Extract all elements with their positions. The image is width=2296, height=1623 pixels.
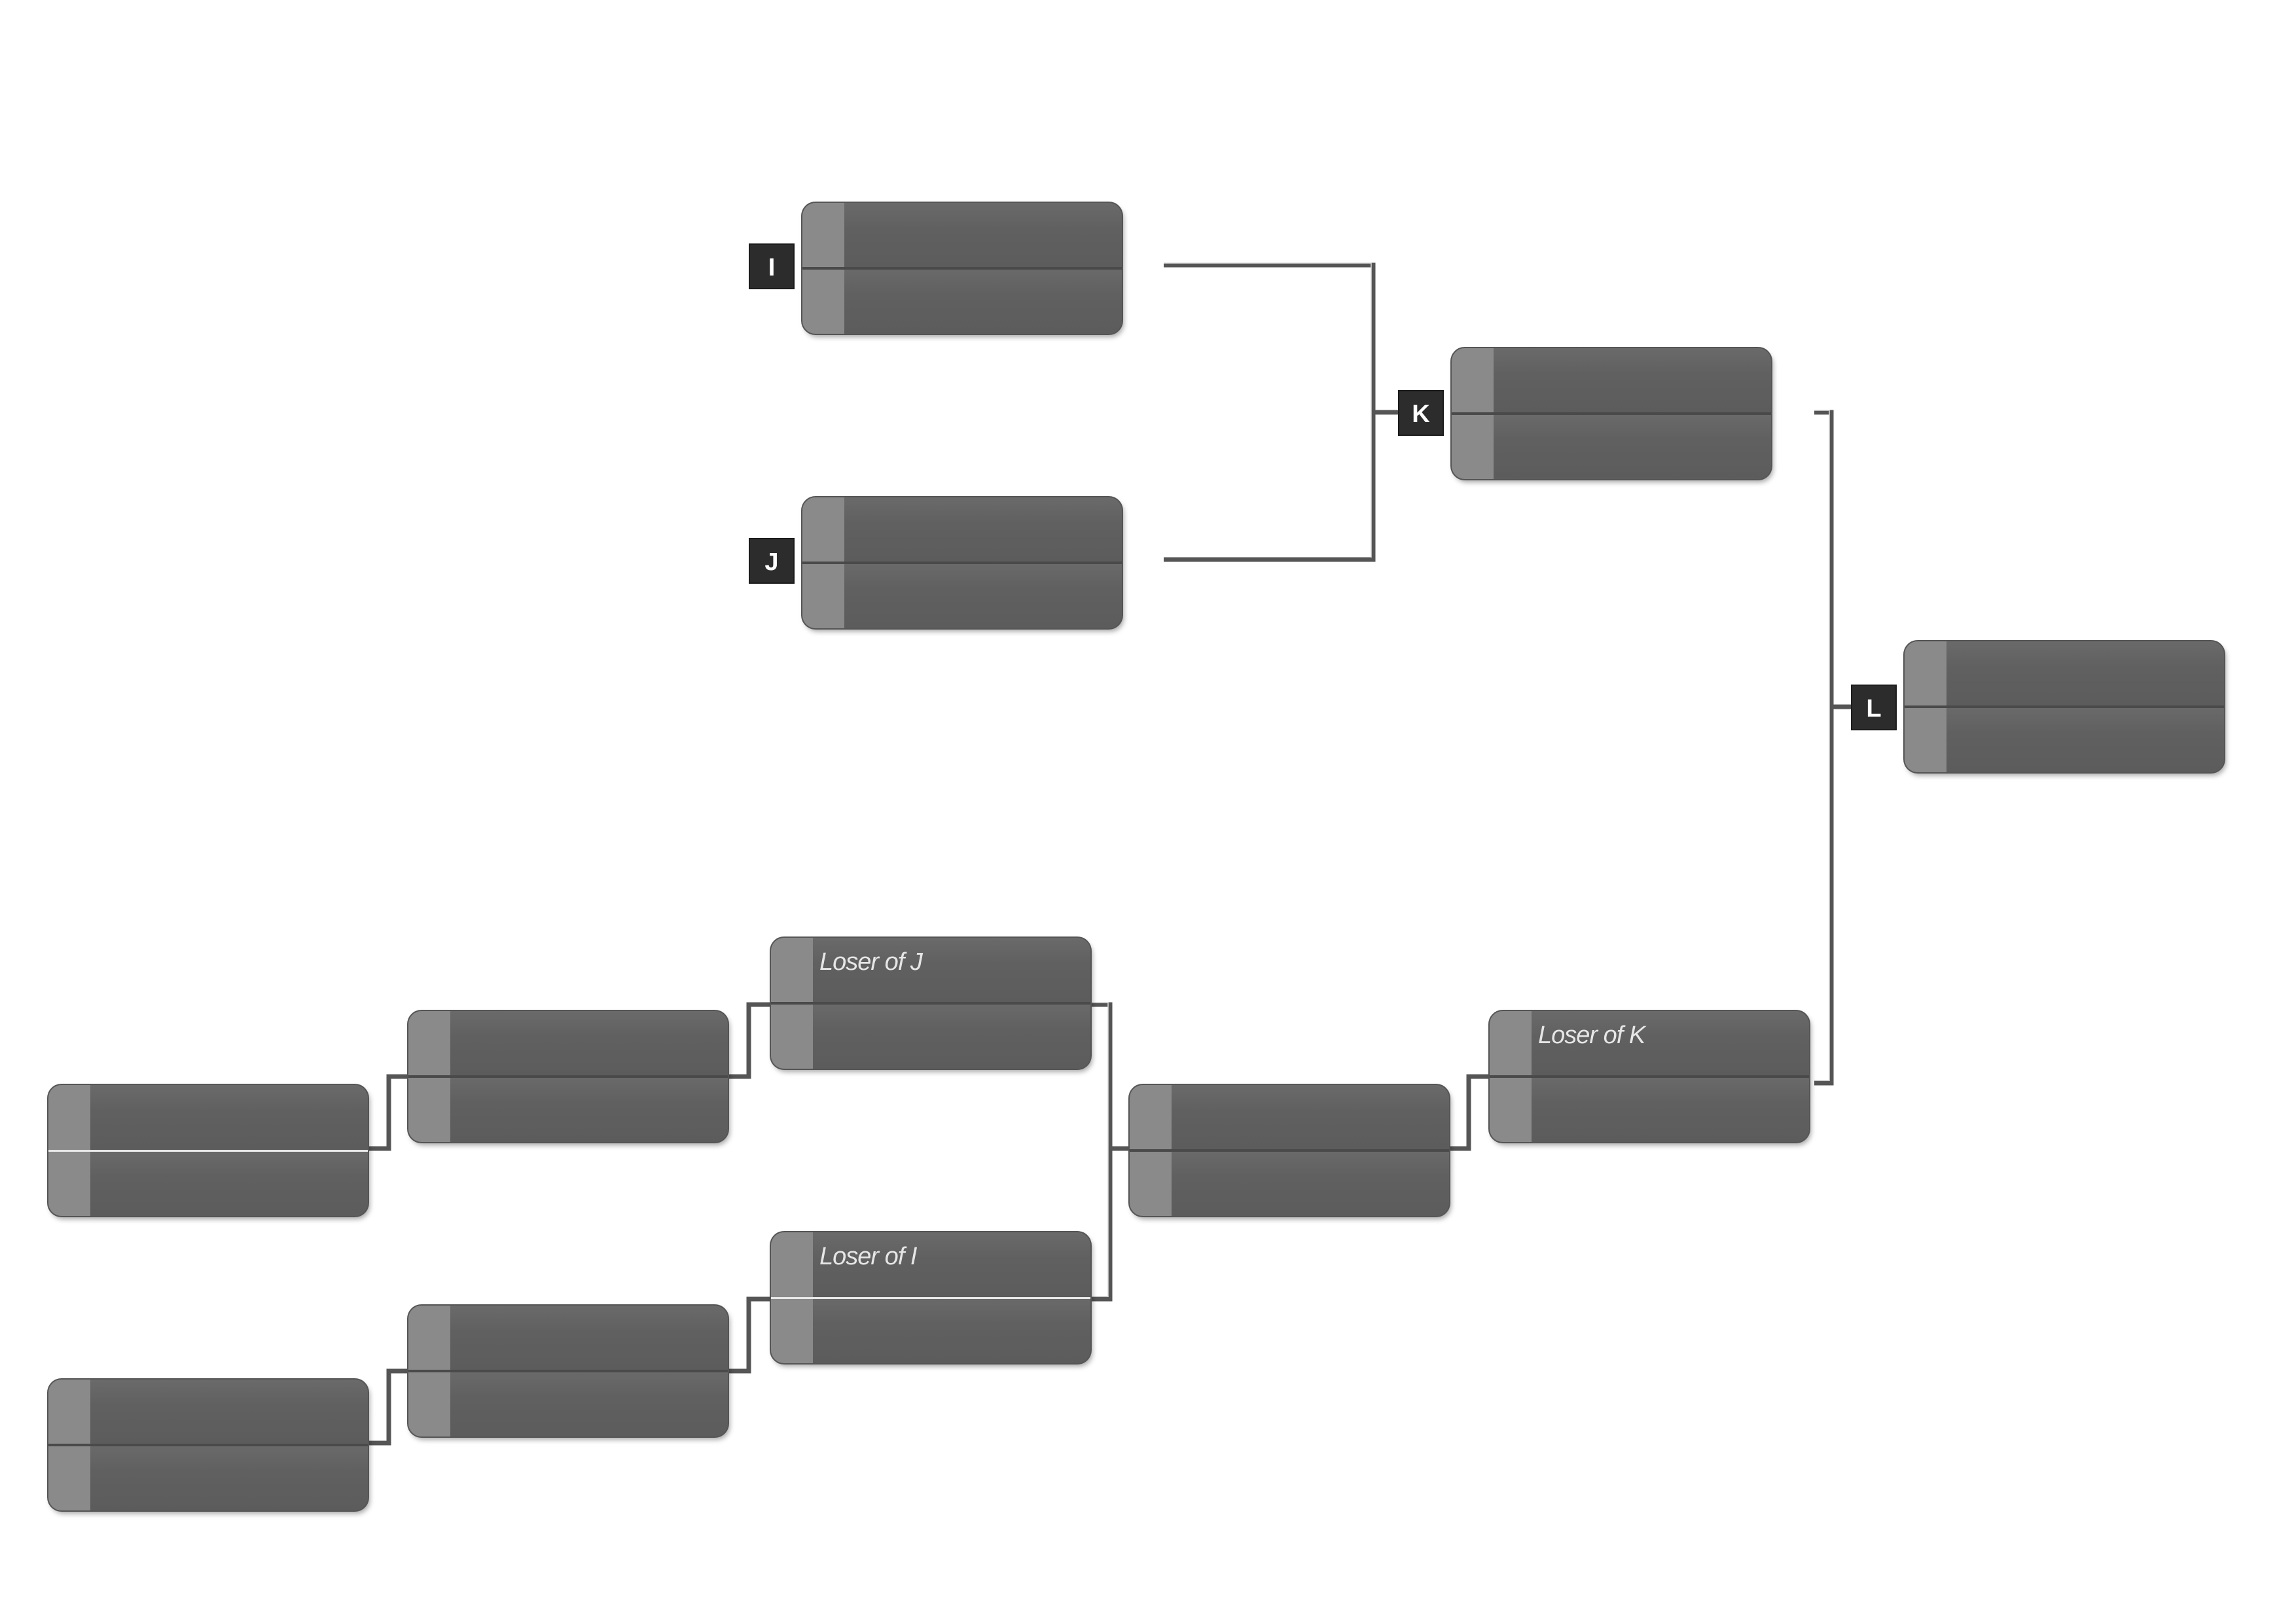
slot-divider [48,1150,368,1152]
loser-of-k-slot: Loser of K [1490,1011,1809,1077]
seed-strip [771,1232,813,1298]
lower-match-second-lower-bottom-slot [408,1371,728,1436]
slot-divider [802,562,1122,564]
lower-match-second-upper-bottom-slot [408,1077,728,1142]
match-l-top-slot [1905,641,2224,707]
match-i [802,203,1122,334]
lower-match-loser-of-j: Loser of J [771,938,1090,1069]
lower-match-left-lower [48,1380,368,1510]
lower-match-loser-of-j-bottom-slot [771,1003,1090,1069]
slot-divider [771,1297,1090,1299]
seed-strip [408,1306,450,1371]
slot-divider [1452,412,1771,415]
lower-match-left-upper-bottom-slot [48,1150,368,1216]
match-i-bottom-slot [802,268,1122,334]
lower-match-loser-of-i-bottom-slot [771,1298,1090,1363]
slot-divider [1905,705,2224,708]
lower-match-second-lower [408,1306,728,1436]
seed-strip [771,1003,813,1069]
seed-strip [48,1380,90,1445]
lower-match-middle-bottom-slot [1130,1150,1449,1216]
loser-of-k-label: Loser of K [1538,1022,1645,1049]
match-j-top-slot [802,497,1122,563]
lower-match-left-lower-top-slot [48,1380,368,1445]
seed-strip [1452,348,1494,414]
badge-j: J [749,538,795,584]
slot-divider [771,1002,1090,1005]
seed-strip [48,1085,90,1150]
loser-of-i-label: Loser of I [819,1243,917,1270]
slot-divider [1490,1075,1809,1078]
match-i-top-slot [802,203,1122,268]
lower-match-left-lower-bottom-slot [48,1445,368,1510]
match-l [1905,641,2224,772]
seed-strip [802,268,844,334]
badge-l: L [1851,685,1897,730]
badge-i: I [749,243,795,289]
lower-match-loser-of-k-bottom-slot [1490,1077,1809,1142]
seed-strip [771,1298,813,1363]
lower-match-loser-of-i: Loser of I [771,1232,1090,1363]
lower-match-left-upper [48,1085,368,1216]
slot-divider [408,1370,728,1372]
seed-strip [408,1077,450,1142]
badge-k: K [1398,390,1444,436]
lower-match-middle-top-slot [1130,1085,1449,1150]
lower-match-loser-of-k: Loser of K [1490,1011,1809,1142]
lower-match-middle [1130,1085,1449,1216]
lower-match-second-lower-top-slot [408,1306,728,1371]
seed-strip [48,1445,90,1510]
lower-match-second-upper-top-slot [408,1011,728,1077]
seed-strip [802,563,844,628]
match-k [1452,348,1771,479]
seed-strip [1490,1011,1532,1077]
seed-strip [802,203,844,268]
seed-strip [802,497,844,563]
match-k-top-slot [1452,348,1771,414]
match-k-bottom-slot [1452,414,1771,479]
seed-strip [408,1371,450,1436]
match-j-bottom-slot [802,563,1122,628]
seed-strip [408,1011,450,1077]
lower-match-second-upper [408,1011,728,1142]
seed-strip [771,938,813,1003]
loser-of-j-slot: Loser of J [771,938,1090,1003]
match-l-bottom-slot [1905,707,2224,772]
seed-strip [1905,641,1946,707]
seed-strip [1130,1085,1172,1150]
slot-divider [802,267,1122,270]
match-j [802,497,1122,628]
seed-strip [1490,1077,1532,1142]
seed-strip [1452,414,1494,479]
slot-divider [48,1444,368,1446]
slot-divider [408,1075,728,1078]
slot-divider [1130,1149,1449,1152]
seed-strip [1130,1150,1172,1216]
loser-of-j-label: Loser of J [819,948,923,976]
seed-strip [48,1150,90,1216]
loser-of-i-slot: Loser of I [771,1232,1090,1298]
seed-strip [1905,707,1946,772]
lower-match-left-upper-top-slot [48,1085,368,1150]
